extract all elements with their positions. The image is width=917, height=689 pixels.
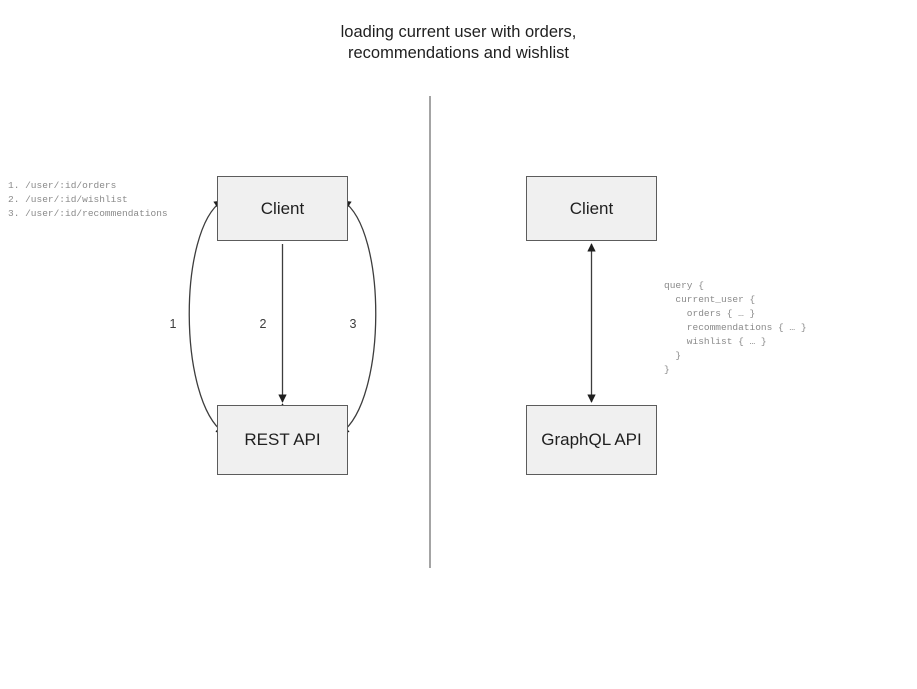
diagram-title: loading current user with orders, recomm… — [340, 23, 577, 62]
rest-endpoint-list: 1. /user/:id/orders 2. /user/:id/wishlis… — [8, 180, 168, 219]
node-client-graphql[interactable]: Client — [526, 176, 657, 241]
node-graphql-api[interactable]: GraphQL API — [526, 405, 657, 475]
node-graphql-api-label: GraphQL API — [541, 430, 642, 449]
node-client-rest[interactable]: Client — [217, 176, 348, 241]
node-rest-api-label: REST API — [244, 430, 321, 449]
graphql-query-snippet: query { current_user { orders { … } reco… — [664, 280, 807, 375]
rest-connector-3-label: 3 — [349, 317, 357, 331]
node-client-graphql-label: Client — [569, 198, 614, 218]
rest-connector-2-label: 2 — [259, 317, 267, 331]
rest-connector-1-label: 1 — [169, 317, 177, 331]
node-rest-api[interactable]: REST API — [217, 405, 348, 475]
node-client-rest-label: Client — [260, 198, 305, 218]
